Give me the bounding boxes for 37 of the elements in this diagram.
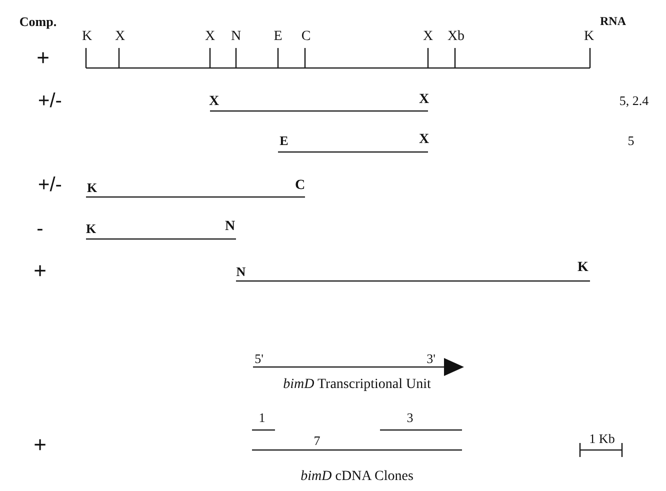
restriction-site-label: X: [204, 30, 216, 44]
restriction-site-label: X: [418, 133, 430, 147]
complementation-label: +: [36, 47, 50, 69]
restriction-site-label: K: [584, 30, 594, 44]
end-label: 5': [254, 352, 264, 365]
rna-size-label: 5: [628, 134, 634, 147]
column-heading: RNA: [600, 15, 626, 27]
restriction-site-label: X: [208, 95, 220, 109]
complementation-label: +/-: [38, 175, 62, 195]
restriction-site-label: X: [422, 30, 434, 44]
complementation-label: -: [36, 219, 44, 239]
clone-number: 7: [314, 434, 320, 447]
caption: bimD Transcriptional Unit: [283, 378, 431, 392]
complementation-label: +/-: [38, 91, 62, 111]
scale-label: 1 Kb: [589, 432, 615, 445]
restriction-site-label: K: [86, 181, 98, 194]
restriction-site-label: K: [578, 261, 588, 275]
restriction-site-label: K: [86, 222, 96, 235]
restriction-site-label: N: [224, 220, 236, 234]
complementation-label: +: [34, 260, 46, 282]
restriction-site-label: N: [230, 30, 242, 44]
restriction-site-label: E: [274, 30, 282, 44]
rna-size-label: 5, 2.4: [619, 94, 649, 107]
caption: bimD cDNA Clones: [300, 470, 414, 484]
restriction-site-label: E: [280, 134, 288, 147]
restriction-site-label: C: [301, 30, 311, 44]
restriction-site-label: Xb: [447, 30, 465, 44]
end-label: 3': [426, 352, 436, 365]
clone-number: 3: [406, 411, 414, 424]
restriction-site-label: N: [236, 265, 246, 278]
column-heading: Comp.: [19, 15, 57, 28]
complementation-label: +: [34, 434, 46, 456]
clone-number: 1: [258, 411, 266, 424]
restriction-site-label: K: [82, 30, 92, 44]
restriction-site-label: X: [114, 30, 126, 44]
restriction-site-label: C: [294, 179, 306, 193]
restriction-site-label: X: [418, 93, 430, 107]
